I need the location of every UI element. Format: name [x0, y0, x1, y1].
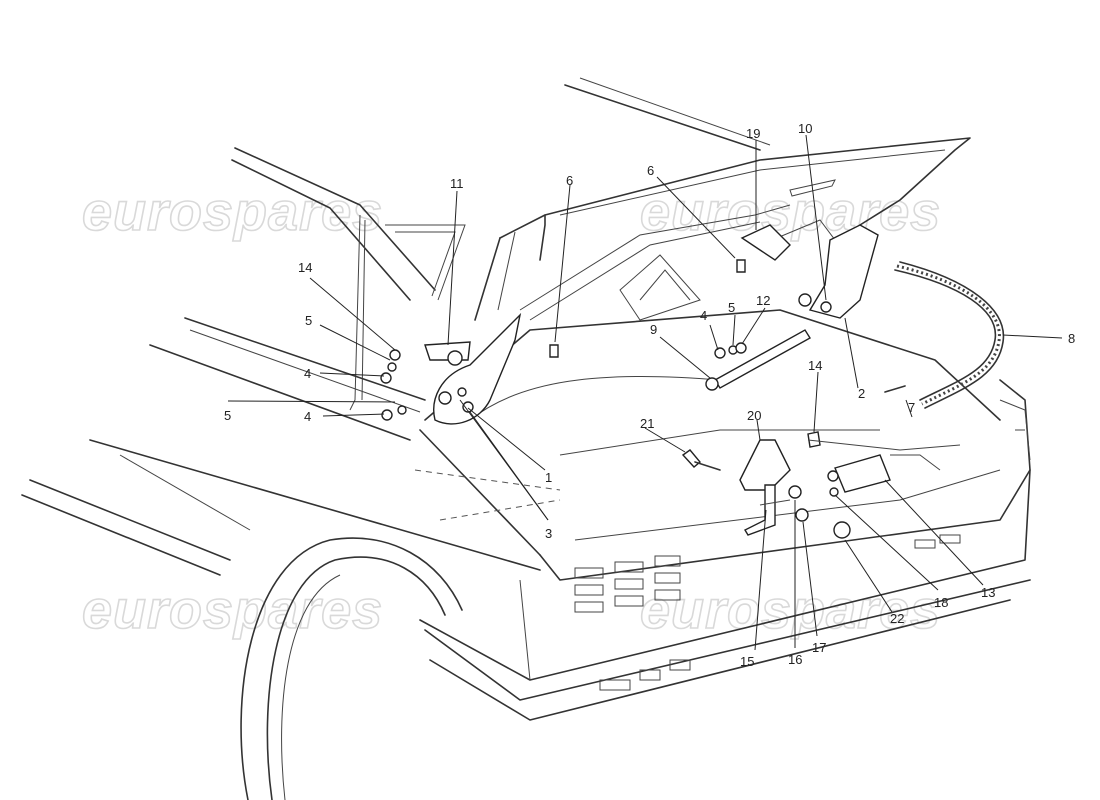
- callouts: 1 2 3 4 4 4 5 5 5 6 6 7 8 9 10 11 12 13 …: [224, 121, 1075, 669]
- callout-10: 10: [798, 121, 812, 136]
- callout-17: 17: [812, 640, 826, 655]
- callout-8: 8: [1068, 331, 1075, 346]
- callout-19: 19: [746, 126, 760, 141]
- callout-20: 20: [747, 408, 761, 423]
- callout-18: 18: [934, 595, 948, 610]
- callout-5: 5: [305, 313, 312, 328]
- callout-4: 4: [304, 409, 311, 424]
- watermarks: eurospares eurospares eurospares eurospa…: [81, 181, 941, 641]
- callout-5: 5: [728, 300, 735, 315]
- callout-2: 2: [858, 386, 865, 401]
- callout-13: 13: [981, 585, 995, 600]
- callout-12: 12: [756, 293, 770, 308]
- callout-4: 4: [304, 366, 311, 381]
- callout-5: 5: [224, 408, 231, 423]
- callout-21: 21: [640, 416, 654, 431]
- watermark-text: eurospares: [82, 580, 383, 640]
- callout-4: 4: [700, 308, 707, 323]
- callout-22: 22: [890, 611, 904, 626]
- callout-3: 3: [545, 526, 552, 541]
- callout-11: 11: [450, 176, 464, 191]
- callout-14: 14: [808, 358, 822, 373]
- callout-15: 15: [740, 654, 754, 669]
- callout-6: 6: [647, 163, 654, 178]
- leader-lines: [227, 134, 1063, 651]
- callout-6: 6: [566, 173, 573, 188]
- watermark-text: eurospares: [640, 580, 941, 640]
- callout-1: 1: [545, 470, 552, 485]
- callout-14: 14: [298, 260, 312, 275]
- callout-7: 7: [908, 400, 915, 415]
- parts: [380, 224, 961, 539]
- weatherstrip-seal: [894, 261, 1005, 409]
- watermark-text: eurospares: [82, 182, 383, 242]
- callout-16: 16: [788, 652, 802, 667]
- callout-9: 9: [650, 322, 657, 337]
